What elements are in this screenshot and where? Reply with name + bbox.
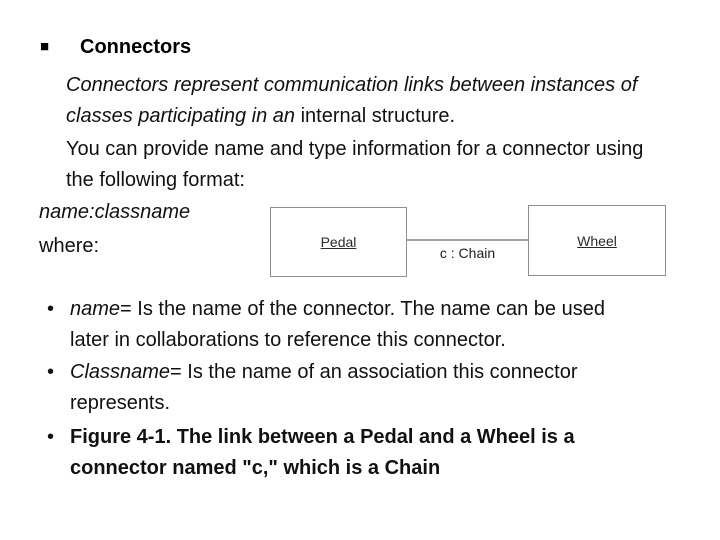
intro-italic-text: Connectors represent communication links… [66,74,638,127]
bullet-text: name= Is the name of the connector. The … [70,294,615,356]
intro-regular-text: internal structure. [300,105,456,127]
pedal-class-box: Pedal [270,207,407,277]
bullet-regular-text: = Is the name of the connector. The name… [70,298,605,351]
bullet-italic-term: name [70,298,121,320]
bullet-item-classname: • Classname= Is the name of an associati… [47,357,615,419]
uml-connector-figure: Pedal c : Chain Wheel [267,204,671,279]
intro-paragraph: Connectors represent communication links… [66,70,651,132]
bullet-text: Figure 4-1. The link between a Pedal and… [70,422,615,484]
format-syntax: name:classname [39,201,191,223]
bullet-bold-text: Figure 4-1. The link between a Pedal and… [70,426,575,479]
bullet-regular-text: = Is the name of an association this con… [70,361,578,414]
pedal-class-label: Pedal [320,234,357,250]
bullet-marker: • [47,426,55,448]
bullet-item-name: • name= Is the name of the connector. Th… [47,294,615,356]
where-label: where: [39,235,100,257]
square-bullet-icon: ■ [40,38,50,55]
section-heading: ■ Connectors [40,32,191,62]
connector-line [407,239,528,241]
bullet-marker: • [47,298,55,320]
section-heading-label: Connectors [80,36,192,58]
bullet-marker: • [47,361,55,383]
wheel-class-box: Wheel [528,205,666,276]
connector-label: c : Chain [439,245,496,261]
bullet-text: Classname= Is the name of an association… [70,357,615,419]
wheel-class-label: Wheel [577,232,617,249]
bullet-italic-term: Classname [70,361,171,383]
bullet-item-figure-caption: • Figure 4-1. The link between a Pedal a… [47,422,615,484]
format-note: You can provide name and type informatio… [66,138,644,191]
